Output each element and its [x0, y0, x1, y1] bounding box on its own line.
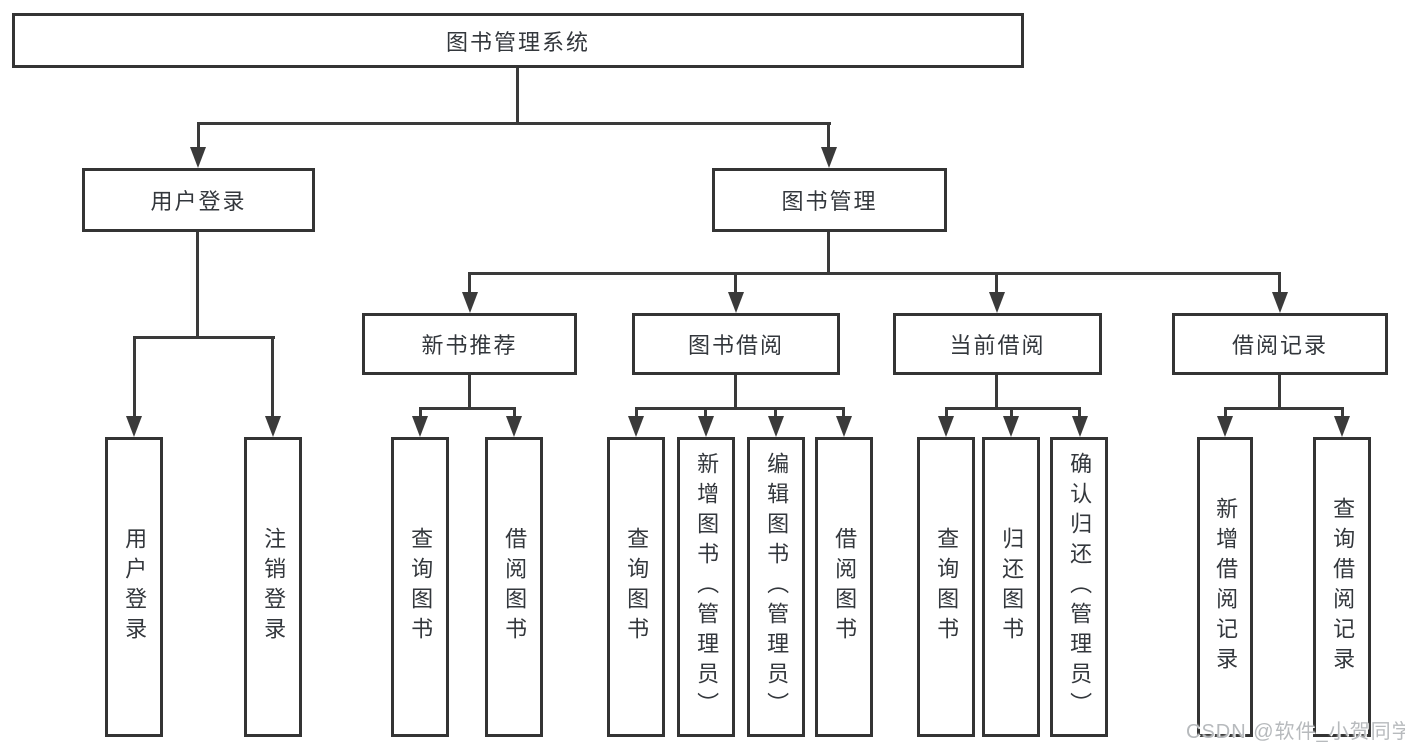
- connector-leaf-tail: [513, 407, 516, 418]
- leaf-user-login: 用户登录: [105, 437, 163, 737]
- connector-leaf-tail: [133, 336, 136, 418]
- connector-leaf-tail: [1224, 407, 1227, 418]
- arrow-down-icon: [628, 416, 644, 437]
- connector-book-mgmt-tail: [827, 122, 830, 149]
- csdn-watermark: CSDN @软件_小贺同学: [1186, 721, 1405, 743]
- arrow-down-icon: [1003, 416, 1019, 437]
- arrow-down-icon: [190, 147, 206, 168]
- connector-user-login-tail: [197, 122, 200, 149]
- arrow-down-icon: [1334, 416, 1350, 437]
- connector-leaf-tail: [842, 407, 845, 418]
- leaf-add-borrow-record: 新增借阅记录: [1197, 437, 1253, 737]
- arrow-down-icon: [728, 292, 744, 313]
- node-book-management-label: 图书管理: [781, 189, 878, 214]
- leaf-logout-label: 注销登录: [261, 527, 287, 647]
- leaf-return-books-label: 归还图书: [999, 527, 1025, 647]
- connector-leaf-tail: [271, 336, 274, 418]
- connector-level2-tail: [995, 272, 998, 296]
- leaf-add-borrow-record-label: 新增借阅记录: [1213, 497, 1239, 677]
- leaf-query-books-recommend: 查询图书: [391, 437, 449, 737]
- leaf-query-books-recommend-label: 查询图书: [408, 527, 434, 647]
- node-book-management: 图书管理: [712, 168, 947, 232]
- leaf-edit-books-admin: 编辑图书（管理员）: [747, 437, 805, 737]
- arrow-down-icon: [265, 416, 281, 437]
- leaf-user-login-label: 用户登录: [122, 527, 148, 647]
- connector-hline: [419, 407, 516, 410]
- connector-level1-hline: [197, 122, 831, 125]
- connector-level2-tail: [1278, 272, 1281, 296]
- connector-leaf-tail: [419, 407, 422, 418]
- leaf-logout: 注销登录: [244, 437, 302, 737]
- connector-book-mgmt-stem: [827, 232, 830, 275]
- node-root: 图书管理系统: [12, 13, 1024, 68]
- arrow-down-icon: [821, 147, 837, 168]
- node-current-borrow: 当前借阅: [893, 313, 1102, 375]
- connector-stem: [995, 375, 998, 410]
- connector-root-stem: [516, 68, 519, 124]
- leaf-add-books-admin: 新增图书（管理员）: [677, 437, 735, 737]
- connector-stem: [468, 375, 471, 410]
- connector-stem: [1278, 375, 1281, 410]
- arrow-down-icon: [698, 416, 714, 437]
- arrow-down-icon: [1072, 416, 1088, 437]
- leaf-add-books-admin-label: 新增图书（管理员）: [694, 452, 720, 722]
- connector-leaf-tail: [1078, 407, 1081, 418]
- node-user-login: 用户登录: [82, 168, 315, 232]
- leaf-query-books-borrow-label: 查询图书: [624, 527, 650, 647]
- arrow-down-icon: [1217, 416, 1233, 437]
- arrow-down-icon: [506, 416, 522, 437]
- connector-level2-tail: [468, 272, 471, 296]
- leaf-borrow-books-recommend-label: 借阅图书: [502, 527, 528, 647]
- connector-stem: [734, 375, 737, 410]
- leaf-query-borrow-record: 查询借阅记录: [1313, 437, 1371, 737]
- leaf-borrow-books-label: 借阅图书: [832, 527, 858, 647]
- node-borrow-records-label: 借阅记录: [1231, 333, 1328, 358]
- leaf-edit-books-admin-label: 编辑图书（管理员）: [764, 452, 790, 722]
- connector-user-login-stem: [196, 232, 199, 339]
- leaf-return-books: 归还图书: [982, 437, 1040, 737]
- leaf-confirm-return-admin-label: 确认归还（管理员）: [1067, 452, 1093, 722]
- arrow-down-icon: [126, 416, 142, 437]
- connector-hline: [1224, 407, 1344, 410]
- connector-user-login-hline: [133, 336, 275, 339]
- arrow-down-icon: [938, 416, 954, 437]
- node-user-login-label: 用户登录: [150, 189, 247, 214]
- connector-leaf-tail: [1341, 407, 1344, 418]
- leaf-confirm-return-admin: 确认归还（管理员）: [1050, 437, 1108, 737]
- connector-leaf-tail: [704, 407, 707, 418]
- arrow-down-icon: [768, 416, 784, 437]
- arrow-down-icon: [1272, 292, 1288, 313]
- leaf-borrow-books: 借阅图书: [815, 437, 873, 737]
- arrow-down-icon: [412, 416, 428, 437]
- leaf-borrow-books-recommend: 借阅图书: [485, 437, 543, 737]
- arrow-down-icon: [462, 292, 478, 313]
- node-new-book-recommend-label: 新书推荐: [421, 333, 518, 358]
- connector-level2-tail: [734, 272, 737, 296]
- node-current-borrow-label: 当前借阅: [949, 333, 1046, 358]
- node-new-book-recommend: 新书推荐: [362, 313, 577, 375]
- connector-hline: [945, 407, 1081, 410]
- node-borrow-records: 借阅记录: [1172, 313, 1388, 375]
- node-book-borrow-label: 图书借阅: [687, 333, 784, 358]
- leaf-query-books-current: 查询图书: [917, 437, 975, 737]
- arrow-down-icon: [989, 292, 1005, 313]
- connector-leaf-tail: [635, 407, 638, 418]
- leaf-query-books-current-label: 查询图书: [934, 527, 960, 647]
- node-book-borrow: 图书借阅: [632, 313, 840, 375]
- connector-leaf-tail: [774, 407, 777, 418]
- node-root-label: 图书管理系统: [445, 29, 590, 55]
- arrow-down-icon: [836, 416, 852, 437]
- leaf-query-books-borrow: 查询图书: [607, 437, 665, 737]
- leaf-query-borrow-record-label: 查询借阅记录: [1330, 497, 1356, 677]
- connector-level2-hline: [469, 272, 1281, 275]
- connector-hline: [635, 407, 845, 410]
- connector-leaf-tail: [945, 407, 948, 418]
- connector-leaf-tail: [1010, 407, 1013, 418]
